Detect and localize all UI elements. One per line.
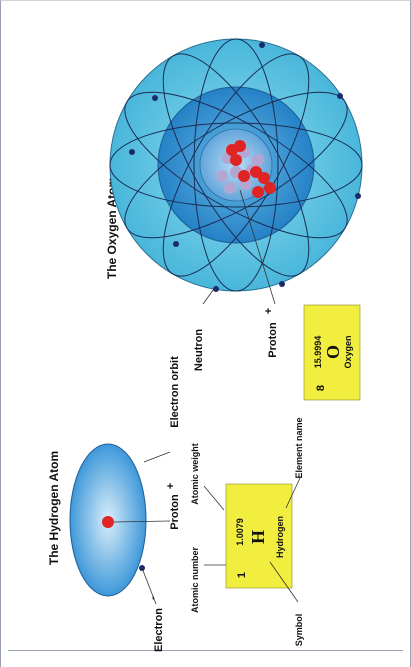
proton	[252, 186, 264, 198]
oxygen-card-number: 8	[315, 385, 327, 391]
orbit-3	[162, 53, 310, 277]
hydrogen-electron-orbit-label: Electron orbit	[169, 356, 181, 428]
oxygen-electrons	[129, 42, 361, 292]
symbol-label: Symbol	[294, 614, 304, 647]
orbit-1	[109, 122, 363, 208]
neutron	[216, 170, 228, 182]
hydrogen-card-number: 1	[236, 572, 248, 578]
oxygen-card-weight: 15.9994	[313, 336, 323, 369]
hydrogen-proton	[102, 516, 114, 528]
atomic-weight-text: Atomic weight	[190, 443, 200, 505]
proton	[226, 144, 238, 156]
hydrogen-card-symbol: H	[248, 530, 268, 544]
hydrogen-card-bg	[225, 483, 293, 589]
oxygen-card-name: Oxygen	[343, 335, 353, 368]
hydrogen-electron-pointer	[141, 567, 157, 605]
symbol-pointer	[269, 561, 299, 603]
electron	[355, 193, 361, 199]
proton	[230, 154, 242, 166]
neutron-pointer	[202, 285, 217, 305]
atomic-number-text: Atomic number	[190, 547, 200, 614]
panel-bottom-border	[8, 650, 403, 651]
oxygen-card-symbol: O	[323, 345, 343, 359]
neutron	[252, 154, 264, 166]
hydrogen-card-weight: 1.0079	[235, 518, 245, 546]
electron	[129, 149, 135, 155]
neutron	[224, 182, 236, 194]
hydrogen-element-card: 1 1.0079 H Hydrogen	[225, 483, 293, 589]
electron-orbit-pointer	[143, 451, 171, 463]
proton-pointer	[239, 189, 276, 305]
electron	[259, 42, 265, 48]
orbit-6	[124, 91, 348, 239]
oxygen-proton-sign: +	[263, 308, 275, 314]
oxygen-proton-label: Proton	[267, 322, 279, 358]
atomic-weight-pointer	[203, 485, 225, 511]
atomic-weight-label: Atomic weight	[190, 443, 200, 505]
orbit-4	[193, 38, 279, 292]
oxygen-nucleus	[216, 140, 276, 198]
oxygen-element-card: 8 15.9994 O Oxygen	[303, 304, 361, 401]
proton	[238, 170, 250, 182]
orbit-2	[124, 91, 348, 239]
oxygen-neutron-label: Neutron	[193, 329, 205, 371]
oxygen-card-bg	[303, 304, 361, 401]
hydrogen-proton-label: Proton	[169, 494, 181, 530]
element-name-label: Element name	[294, 417, 304, 478]
electron	[279, 281, 285, 287]
hydrogen-card-name: Hydrogen	[275, 516, 285, 558]
proton	[258, 172, 270, 184]
electron	[337, 93, 343, 99]
hydrogen-proton-pointer	[113, 520, 171, 523]
hydrogen-title: The Hydrogen Atom	[47, 451, 61, 565]
atomic-number-label: Atomic number	[190, 547, 200, 614]
electron	[152, 95, 158, 101]
hydrogen-proton-sign: +	[165, 483, 177, 489]
element-name-pointer	[285, 477, 301, 509]
hydrogen-electron-sign: -	[147, 596, 159, 600]
electron	[173, 241, 179, 247]
proton	[264, 182, 276, 194]
hydrogen-electron-label: Electron	[153, 608, 165, 652]
